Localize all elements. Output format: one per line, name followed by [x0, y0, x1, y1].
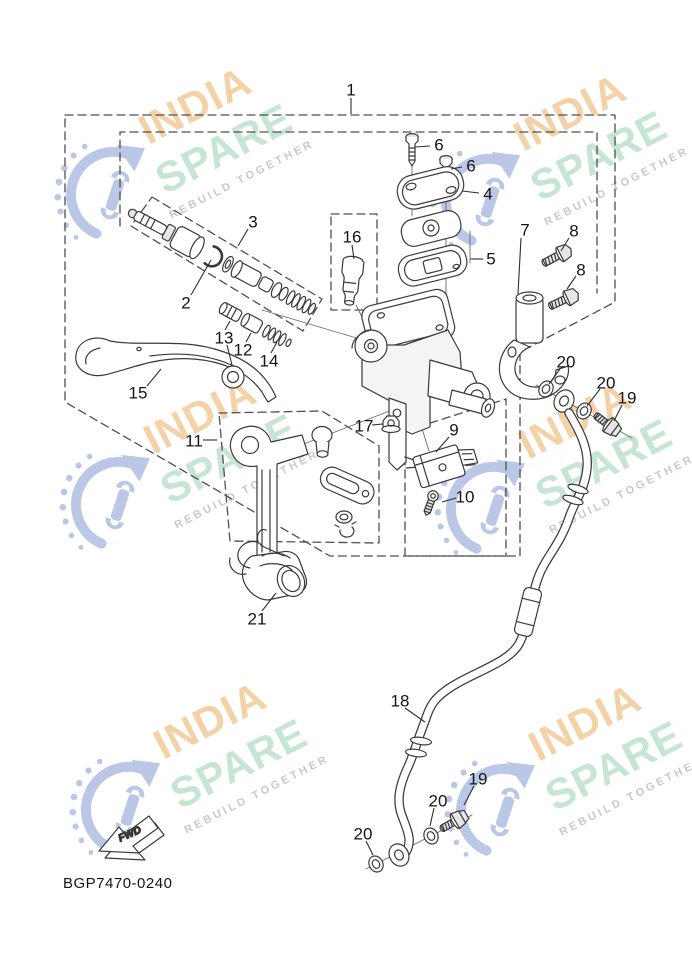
part-label-19-leader — [463, 785, 475, 806]
part-label-14-leader — [270, 341, 278, 354]
boot-box — [330, 213, 378, 311]
part-label-11: 11 — [185, 432, 203, 451]
brake-hose-drawing — [394, 408, 592, 857]
part-label-20-leader — [365, 840, 374, 856]
master-cylinder-body-drawing — [351, 288, 496, 471]
part-label-20: 20 — [429, 792, 448, 811]
part-label-4: 4 — [483, 185, 492, 204]
part-label-13: 13 — [215, 329, 234, 348]
part-label-7: 7 — [520, 221, 529, 240]
diaphragm-plate-drawing — [400, 210, 462, 247]
part-label-9-leader — [435, 436, 450, 453]
part-label-21: 21 — [248, 610, 267, 629]
part-label-15: 15 — [129, 384, 148, 403]
part-label-6: 6 — [466, 157, 475, 176]
part-label-10: 10 — [456, 488, 475, 507]
part-label-10-leader — [441, 497, 457, 503]
part-label-7-leader — [517, 237, 522, 295]
part-label-8: 8 — [576, 261, 585, 280]
part-label-5: 5 — [486, 250, 495, 269]
locknut-drawing — [381, 415, 401, 434]
part-label-20: 20 — [597, 374, 616, 393]
part-label-6-leader — [414, 145, 431, 148]
part-label-3-leader — [237, 228, 249, 247]
part-label-16: 16 — [343, 228, 362, 247]
part-label-20-leader — [586, 388, 601, 407]
part-label-18-leader — [404, 707, 426, 723]
part-label-6: 6 — [434, 136, 443, 155]
part-label-13-leader — [224, 320, 231, 331]
pivot-parts-drawing — [218, 302, 292, 348]
switch-screw-drawing — [423, 490, 439, 516]
part-label-21-leader — [261, 592, 277, 612]
part-label-19-leader — [613, 404, 623, 422]
part-label-4-leader — [461, 190, 480, 194]
part-label-8-leader — [566, 275, 577, 290]
part-label-12: 12 — [234, 341, 253, 360]
part-label-8-leader — [560, 237, 570, 252]
bracket-box — [218, 410, 380, 544]
reservoir-cap-screw — [405, 133, 419, 167]
part-label-3: 3 — [248, 213, 257, 232]
diagram-artwork: FWD — [64, 114, 633, 876]
part-label-12-leader — [245, 332, 252, 343]
inner-assembly-box — [119, 131, 598, 294]
clamp-drawing — [229, 529, 308, 601]
part-label-20-leader — [548, 368, 561, 385]
part-label-17: 17 — [355, 417, 374, 436]
part-label-18: 18 — [391, 692, 410, 711]
part-label-8: 8 — [569, 222, 578, 241]
part-label-16-leader — [351, 244, 355, 260]
part-label-17-leader — [371, 423, 384, 426]
brake-lever-drawing — [75, 337, 277, 403]
part-label-1: 1 — [346, 81, 355, 100]
part-label-13-leader — [226, 344, 233, 366]
diaphragm-drawing — [397, 244, 468, 287]
piston-kit-drawing — [127, 208, 317, 315]
brake-switch-drawing — [404, 444, 479, 489]
part-label-14: 14 — [260, 352, 279, 371]
boot-drawing — [341, 255, 365, 306]
part-label-15-leader — [146, 368, 162, 387]
part-label-2-leader — [190, 259, 212, 296]
part-label-19: 19 — [469, 770, 488, 789]
reservoir-cap-drawing — [396, 166, 465, 210]
part-label-19: 19 — [618, 389, 637, 408]
part-label-20-leader — [429, 807, 435, 827]
part-label-20: 20 — [354, 825, 373, 844]
part-label-20: 20 — [557, 353, 576, 372]
figure-code: BGP7470-0240 — [63, 875, 172, 892]
part-label-9: 9 — [449, 421, 458, 440]
part-label-2: 2 — [181, 294, 190, 313]
part-label-6-leader — [450, 166, 463, 170]
